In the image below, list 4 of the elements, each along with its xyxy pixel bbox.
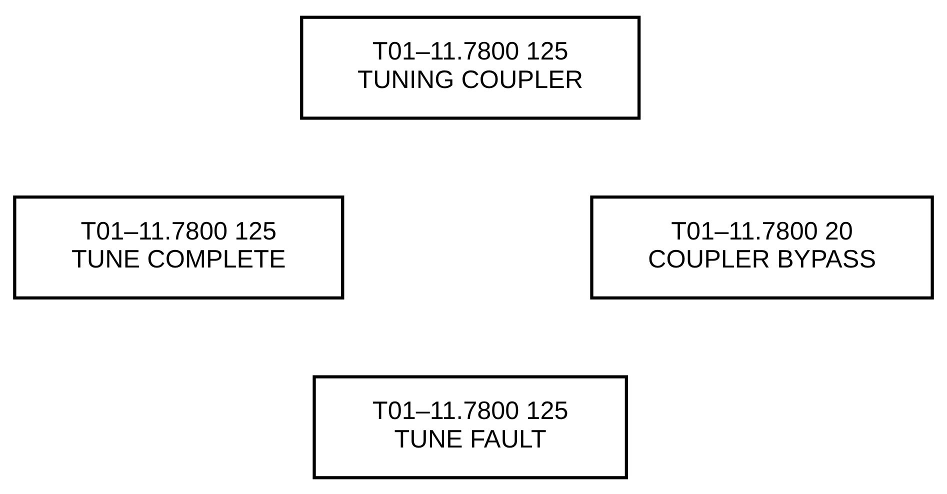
node-box: T01–11.7800 125 TUNE FAULT <box>312 374 628 479</box>
node-box: T01–11.7800 125 TUNE COMPLETE <box>13 194 344 300</box>
node-box: T01–11.7800 125 TUNING COUPLER <box>300 15 641 120</box>
node-box: T01–11.7800 20 COUPLER BYPASS <box>590 194 934 300</box>
